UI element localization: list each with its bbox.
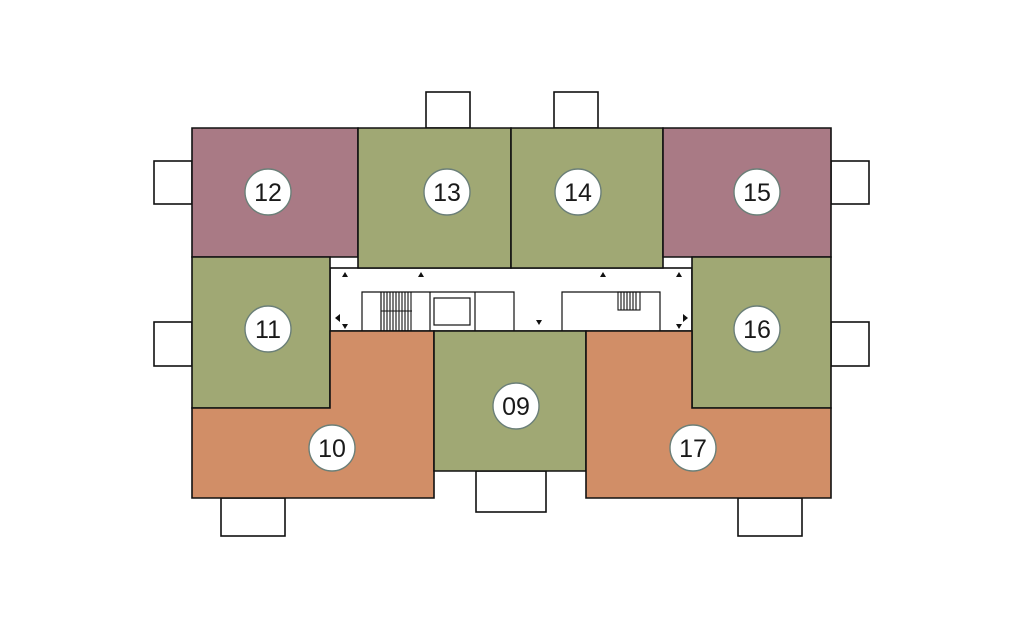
stair-icon-right	[617, 291, 641, 311]
balconies	[153, 91, 870, 537]
balcony-14	[553, 91, 599, 129]
unit-number-14: 14	[564, 179, 592, 207]
balcony-09	[475, 470, 547, 513]
unit-badge-13: 13	[423, 168, 471, 216]
unit-badge-09: 09	[492, 382, 540, 430]
balcony-15	[830, 160, 870, 205]
unit-badges: 12 13 14 15 11 16 10 09 17	[244, 168, 781, 472]
unit-number-12: 12	[254, 179, 282, 207]
unit-number-09: 09	[502, 393, 530, 421]
balcony-13	[425, 91, 471, 129]
stair-icon-left	[381, 292, 412, 331]
balcony-17	[737, 497, 803, 537]
unit-number-10: 10	[318, 435, 346, 463]
corridor-core	[329, 267, 693, 332]
unit-17[interactable]	[585, 330, 832, 499]
unit-badge-15: 15	[733, 168, 781, 216]
unit-number-13: 13	[433, 179, 461, 207]
balcony-10	[220, 497, 286, 537]
unit-badge-12: 12	[244, 168, 292, 216]
unit-badge-10: 10	[308, 424, 356, 472]
unit-badge-17: 17	[669, 424, 717, 472]
balcony-16	[830, 321, 870, 367]
unit-number-15: 15	[743, 179, 771, 207]
door-arrows	[335, 272, 688, 329]
unit-number-17: 17	[679, 435, 707, 463]
unit-number-11: 11	[255, 316, 281, 344]
unit-badge-14: 14	[554, 168, 602, 216]
balcony-11	[153, 321, 193, 367]
unit-number-16: 16	[743, 316, 771, 344]
elevator-shaft	[433, 297, 471, 326]
balcony-12	[153, 160, 193, 205]
unit-badge-16: 16	[733, 305, 781, 353]
unit-badge-11: 11	[244, 305, 292, 353]
